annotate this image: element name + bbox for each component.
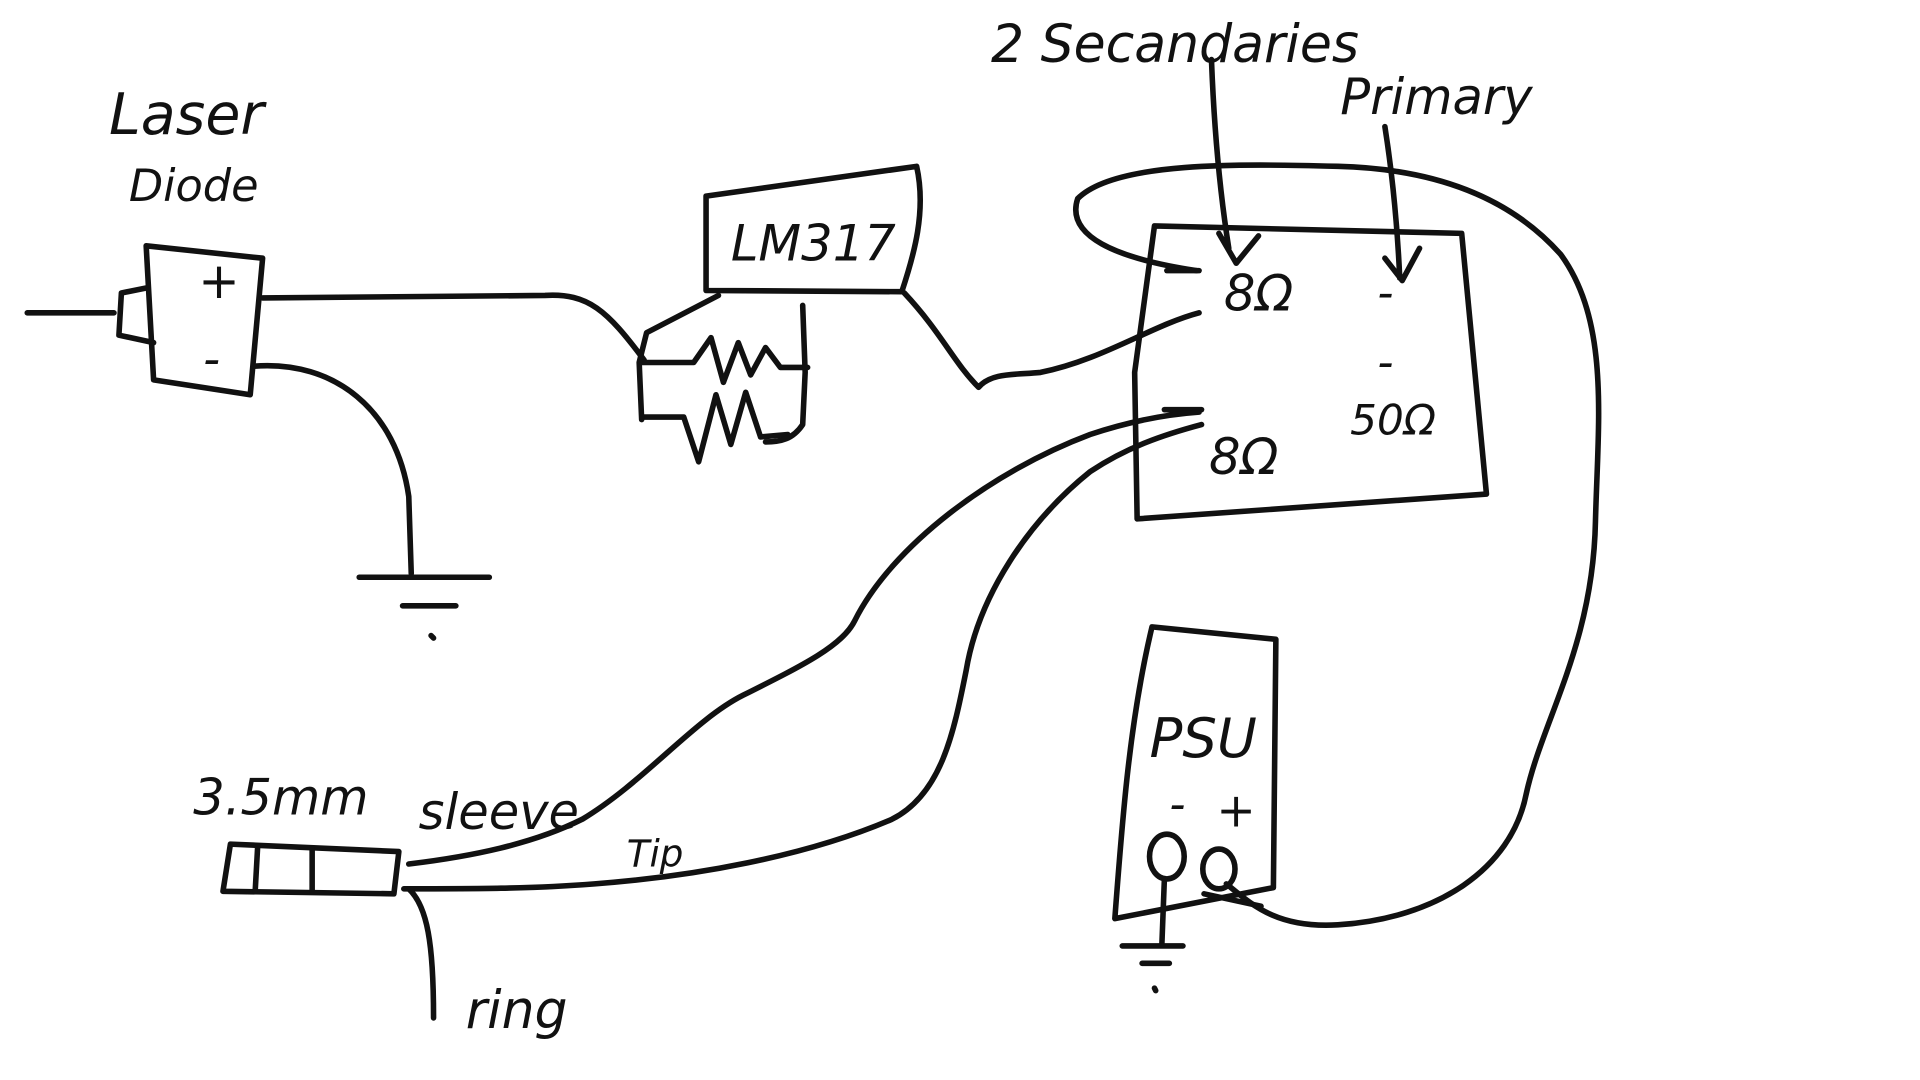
resistor-left-rail	[636, 292, 722, 423]
resistor-top-zigzag	[638, 334, 811, 386]
transformer-box	[1131, 223, 1490, 522]
psu-plus-tail	[1201, 891, 1264, 909]
primary-minus-bottom: -	[1377, 336, 1393, 388]
secondaries-label: 2 Secandaries	[991, 15, 1359, 75]
laser-plus-wire	[259, 292, 647, 363]
laser-ground-symbol	[356, 574, 493, 641]
primary-minus-top: -	[1377, 267, 1393, 319]
psu-box	[1112, 624, 1279, 922]
audio-jack-size-label: 3.5mm	[193, 768, 368, 826]
sleeve-wire	[405, 409, 1202, 867]
ring-label: ring	[466, 981, 568, 1041]
audio-jack	[220, 841, 402, 897]
laser-diode	[24, 243, 266, 398]
laser-diode-subtitle: Diode	[129, 160, 259, 212]
laser-minus-label: -	[203, 332, 220, 387]
tip-wire	[401, 421, 1205, 892]
secondary-ohm-top: 8Ω	[1224, 264, 1293, 322]
lm317-label: LM317	[731, 215, 896, 273]
laser-plus-label: +	[198, 252, 240, 310]
psu-minus-label: -	[1169, 778, 1185, 830]
laser-diode-title: Laser	[109, 82, 267, 148]
secondary-ohm-bottom: 8Ω	[1209, 428, 1278, 486]
resistor-bottom-zigzag	[641, 389, 791, 465]
psu-ground-wire	[1159, 876, 1168, 947]
laser-ground-wire	[251, 362, 415, 577]
psu-ground-symbol	[1119, 943, 1186, 994]
lm317-output-wire	[901, 290, 1202, 391]
primary-arrow	[1382, 123, 1423, 284]
primary-loop-wire	[1073, 162, 1602, 928]
resistor-right-rail	[762, 302, 808, 445]
audio-jack-band-1	[252, 843, 261, 895]
resistor-network	[636, 292, 811, 465]
primary-label: Primary	[1340, 68, 1533, 126]
secondaries-arrow	[1208, 56, 1262, 266]
psu-plus-label: +	[1216, 784, 1255, 839]
tip-label: Tip	[627, 831, 684, 875]
psu-label: PSU	[1150, 706, 1257, 770]
psu-minus-terminal	[1146, 831, 1187, 882]
audio-jack-body	[220, 841, 402, 897]
ring-wire	[405, 886, 437, 1021]
psu-plus-terminal	[1200, 846, 1238, 892]
laser-diode-body	[143, 243, 266, 398]
laser-diode-lens	[116, 285, 157, 346]
primary-ohm-label: 50Ω	[1350, 395, 1436, 444]
